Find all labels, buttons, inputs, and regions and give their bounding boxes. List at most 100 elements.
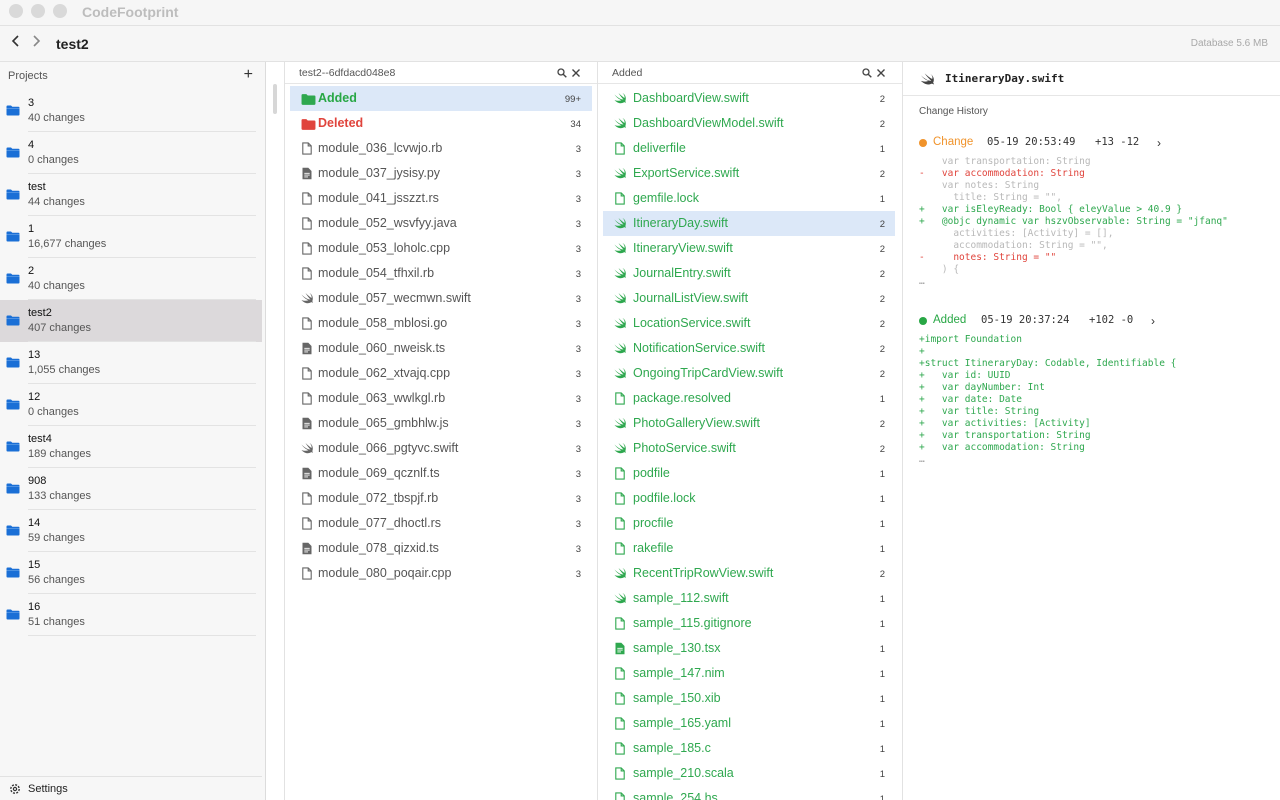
document-icon <box>302 317 312 330</box>
file-name: module_052_wsvfyy.java <box>318 216 457 230</box>
change-history-label: Change History <box>919 106 988 117</box>
back-button[interactable] <box>8 34 24 52</box>
document-icon <box>615 517 625 530</box>
minimize-window-button[interactable] <box>31 4 45 18</box>
change-kind: Change <box>933 136 974 148</box>
document-icon <box>615 542 625 555</box>
project-name: 15 <box>28 559 41 571</box>
zoom-window-button[interactable] <box>53 4 67 18</box>
close-window-button[interactable] <box>9 4 23 18</box>
chevron-right-icon[interactable]: › <box>1157 136 1161 150</box>
forward-button[interactable] <box>28 34 44 52</box>
settings-button[interactable]: Settings <box>0 776 262 800</box>
search-icon[interactable] <box>862 68 872 78</box>
diff-line: + @objc dynamic var hszvObservable: Stri… <box>919 216 1228 227</box>
diff-line: + var dayNumber: Int <box>919 382 1045 393</box>
chevron-right-icon[interactable]: › <box>1151 314 1155 328</box>
swift-icon <box>301 293 313 304</box>
diff-line: +import Foundation <box>919 334 1022 345</box>
add-project-button[interactable]: + <box>243 66 253 83</box>
document-icon <box>302 367 312 380</box>
change-count: 1 <box>879 494 885 505</box>
project-change-count: 0 changes <box>28 406 79 418</box>
diff-line: accommodation: String = "", <box>919 240 1108 251</box>
close-icon[interactable] <box>876 68 886 78</box>
toolbar: test2 Database 5.6 MB <box>0 26 1280 62</box>
diff-line: + var transportation: String <box>919 430 1091 441</box>
diff-line: … <box>919 454 925 465</box>
added-column-header: Added <box>598 62 902 84</box>
close-icon[interactable] <box>571 68 581 78</box>
document-icon <box>615 767 625 780</box>
scrollbar-thumb[interactable] <box>273 84 277 114</box>
group-count: 99+ <box>564 94 581 105</box>
search-icon[interactable] <box>557 68 567 78</box>
change-count: 2 <box>879 94 885 105</box>
